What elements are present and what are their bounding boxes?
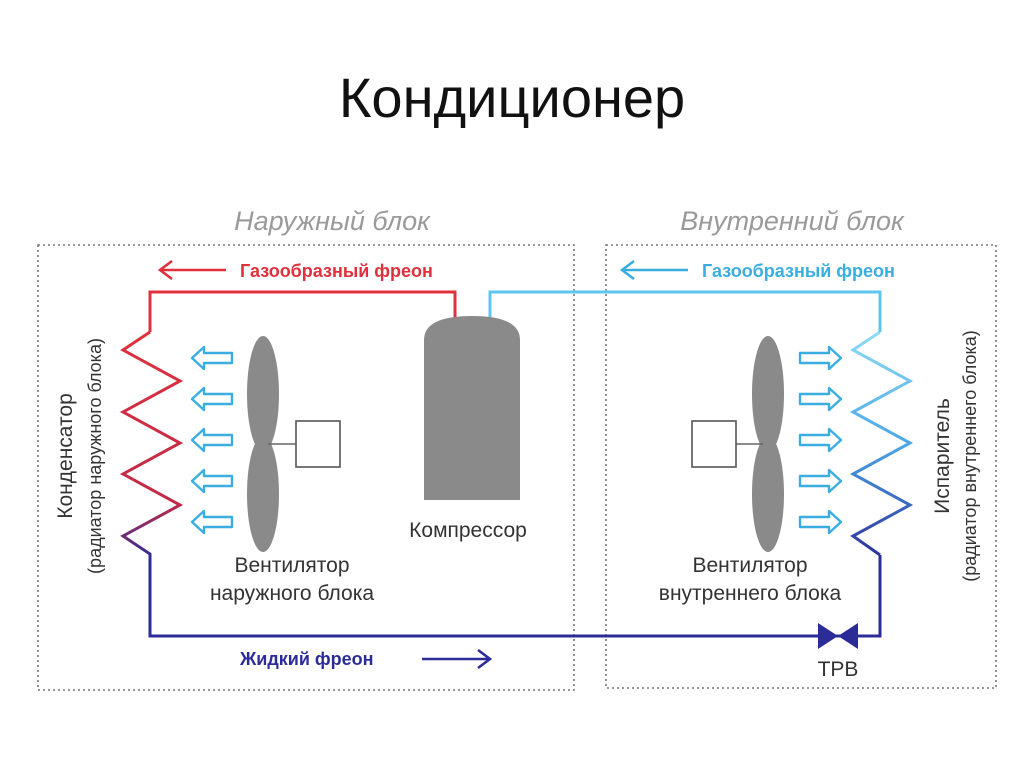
outdoor-fan-label-line1: Вентилятор <box>235 554 350 577</box>
indoor-airflow-arrows <box>798 345 843 535</box>
outdoor-airflow-arrows <box>190 345 234 535</box>
indoor-unit-heading: Внутренний блок <box>680 206 905 236</box>
airflow-arrow-icon <box>798 345 843 371</box>
condenser-title: Конденсатор <box>54 393 77 519</box>
compressor-icon <box>424 316 520 500</box>
indoor-unit-boundary <box>605 244 997 689</box>
indoor-fan-label-line2: внутреннего блока <box>659 582 842 605</box>
liquid-pipe <box>148 555 882 638</box>
liquid-flow-label: Жидкий фреон <box>239 649 374 669</box>
condenser-subtitle: (радиатор наружного блока) <box>85 338 105 574</box>
airflow-arrow-icon <box>190 345 234 371</box>
airflow-arrow-icon <box>190 468 234 494</box>
outdoor-fan-icon <box>247 336 296 552</box>
evaporator-subtitle: (радиатор внутреннего блока) <box>960 330 980 582</box>
cold-gas-pipe <box>488 290 882 332</box>
indoor-gas-flow-label: Газообразный фреон <box>702 261 895 281</box>
expansion-valve-label: ТРВ <box>818 658 859 681</box>
indoor-fan-motor-icon <box>691 420 737 468</box>
hot-gas-pipe <box>148 290 457 332</box>
outdoor-gas-flow-arrow <box>157 259 226 281</box>
evaporator-title: Испаритель <box>931 398 954 514</box>
airflow-arrow-icon <box>798 468 843 494</box>
evaporator-coil <box>849 330 914 557</box>
outdoor-gas-flow-label: Газообразный фреон <box>240 261 433 281</box>
indoor-gas-flow-arrow <box>619 259 688 281</box>
airflow-arrow-icon <box>190 427 234 453</box>
outdoor-fan-label-line2: наружного блока <box>210 582 374 605</box>
airflow-arrow-icon <box>190 386 234 412</box>
airflow-arrow-icon <box>798 509 843 535</box>
page-title: Кондиционер <box>339 66 685 129</box>
condenser-coil <box>119 330 184 560</box>
compressor-label: Компрессор <box>409 519 527 542</box>
airflow-arrow-icon <box>798 427 843 453</box>
liquid-flow-arrow <box>422 648 493 670</box>
outdoor-fan-motor-icon <box>295 420 341 468</box>
airflow-arrow-icon <box>798 386 843 412</box>
indoor-fan-label-line1: Вентилятор <box>693 554 808 577</box>
expansion-valve-icon <box>818 623 858 649</box>
outdoor-unit-heading: Наружный блок <box>234 206 431 236</box>
indoor-fan-icon <box>736 336 784 552</box>
airflow-arrow-icon <box>190 509 234 535</box>
